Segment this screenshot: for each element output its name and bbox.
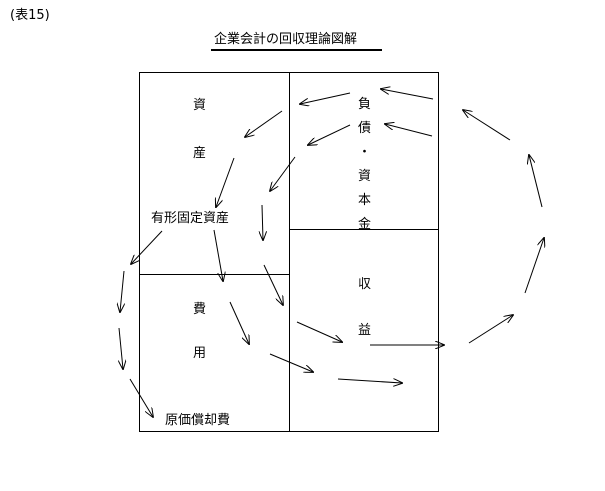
flow-arrow bbox=[468, 315, 513, 344]
vertical-char: 債 bbox=[358, 121, 372, 136]
flow-arrow bbox=[270, 156, 296, 191]
flow-arrow bbox=[213, 229, 223, 281]
flow-arrow bbox=[216, 157, 235, 207]
flow-arrow bbox=[263, 264, 283, 305]
vertical-char: 金 bbox=[358, 217, 372, 232]
assets-box bbox=[139, 72, 290, 275]
flow-arrow bbox=[131, 230, 163, 264]
vertical-char: 費 bbox=[193, 302, 207, 317]
flow-arrow bbox=[245, 110, 283, 137]
vertical-char: 収 bbox=[358, 277, 372, 292]
flow-arrow bbox=[269, 353, 313, 372]
flow-arrow bbox=[463, 110, 511, 141]
expenses-box bbox=[139, 274, 290, 432]
flow-arrow bbox=[129, 378, 153, 417]
vertical-char: 産 bbox=[193, 146, 207, 161]
flow-arrow bbox=[308, 124, 351, 145]
vertical-char: ・ bbox=[358, 145, 372, 160]
flow-arrow bbox=[296, 321, 342, 342]
flow-arrow bbox=[381, 89, 434, 100]
flow-arrow bbox=[119, 327, 123, 369]
depreciation-label: 原価償却費 bbox=[165, 413, 231, 428]
title-underline bbox=[211, 49, 382, 51]
flow-arrow bbox=[262, 204, 263, 240]
flow-arrow bbox=[300, 92, 351, 104]
vertical-char: 資 bbox=[358, 169, 372, 184]
diagram-title: 企業会計の回収理論図解 bbox=[214, 32, 358, 47]
flow-arrow bbox=[120, 270, 124, 312]
vertical-char: 負 bbox=[358, 97, 372, 112]
fixed-assets-label: 有形固定資産 bbox=[151, 211, 230, 226]
flow-arrow bbox=[524, 238, 544, 294]
flow-arrow bbox=[385, 124, 433, 137]
flow-arrow bbox=[529, 155, 543, 208]
revenue-box bbox=[289, 229, 439, 432]
vertical-char: 益 bbox=[358, 323, 372, 338]
flow-arrow bbox=[229, 301, 249, 344]
vertical-char: 用 bbox=[193, 346, 207, 361]
flow-arrow bbox=[337, 379, 402, 383]
table-label: (表15) bbox=[10, 8, 50, 23]
vertical-char: 本 bbox=[358, 193, 372, 208]
vertical-char: 資 bbox=[193, 98, 207, 113]
